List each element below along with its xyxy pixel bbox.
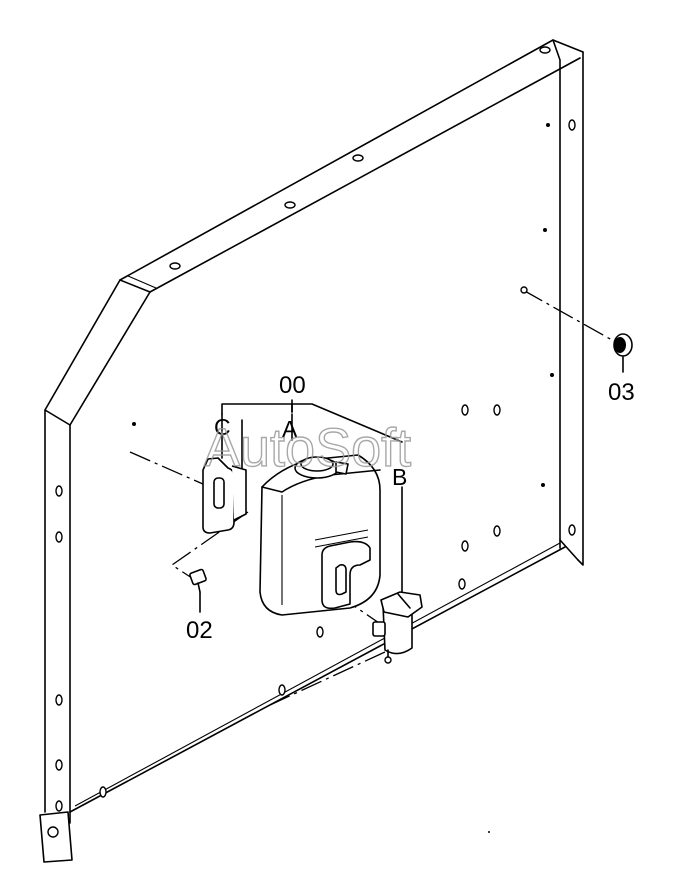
tank-letter-label: A [282,416,298,442]
bracket-part [202,413,247,534]
washer-pump [372,486,423,664]
nut-part [613,333,633,373]
watermark-text: AutoSoft [204,418,411,478]
assembly-callout-label: 00 [279,372,306,399]
bolt-part [189,568,207,613]
nut-callout-label: 03 [608,379,635,406]
bracket-letter-label: C [214,414,231,440]
washer-tank [259,413,381,616]
frame-panel [39,39,584,863]
pump-letter-label: B [392,464,407,490]
assembly-callout-bracket [221,399,403,443]
bolt-callout-label: 02 [186,617,213,644]
